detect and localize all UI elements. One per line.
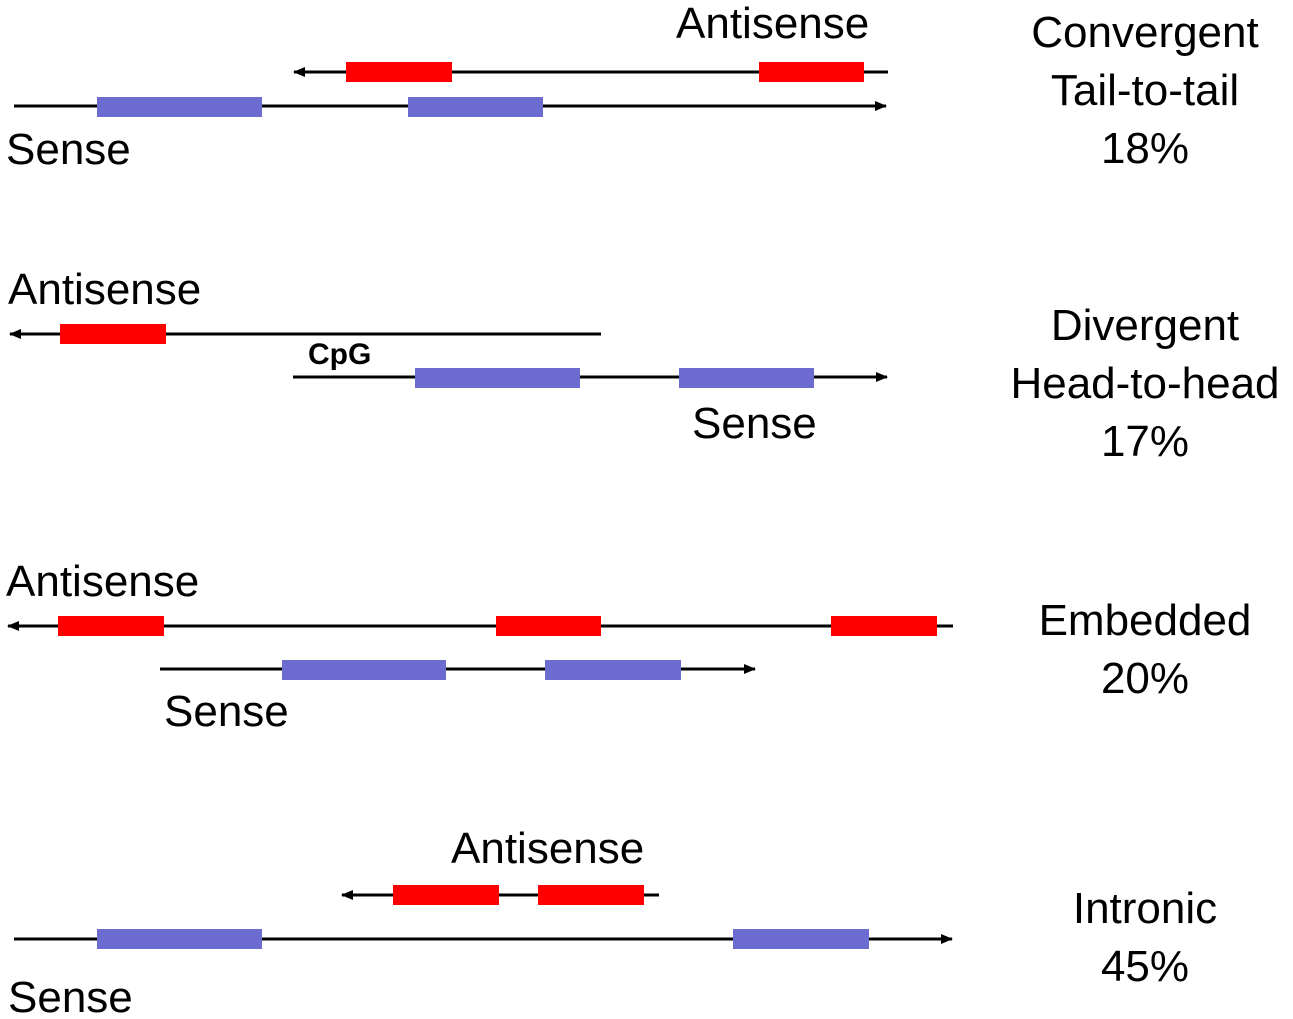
category-name: Embedded (1038, 596, 1252, 645)
antisense-label: Antisense (676, 0, 870, 48)
sense-exon (545, 660, 681, 680)
antisense-exon (538, 885, 644, 905)
cpg-label: CpG (308, 338, 372, 371)
sense-exon (97, 97, 262, 117)
antisense-label: Antisense (6, 557, 200, 606)
sense-exon (679, 368, 814, 388)
sense-exon (733, 929, 869, 949)
sense-label: Sense (8, 973, 133, 1019)
panel-intronic (14, 885, 953, 949)
antisense-exon (831, 616, 937, 636)
panel-embedded (7, 616, 953, 680)
panel-convergent (14, 62, 888, 117)
antisense-label: Antisense (451, 824, 645, 873)
category-subtitle: Tail-to-tail (1050, 66, 1240, 115)
antisense-label: Antisense (8, 265, 202, 314)
category-embedded: Embedded 20% (985, 592, 1293, 708)
sense-exon (415, 368, 580, 388)
category-divergent: Divergent Head-to-head 17% (985, 297, 1293, 471)
antisense-exon (759, 62, 864, 82)
antisense-exon (58, 616, 164, 636)
category-percent: 20% (1100, 654, 1190, 703)
antisense-exon (346, 62, 452, 82)
sense-label: Sense (6, 125, 131, 174)
antisense-exon (393, 885, 499, 905)
panel-divergent (9, 324, 888, 388)
category-percent: 17% (1100, 417, 1190, 466)
sense-exon (282, 660, 446, 680)
category-subtitle: Head-to-head (1010, 359, 1280, 408)
sense-label: Sense (692, 399, 817, 448)
category-intronic: Intronic 45% (985, 880, 1293, 996)
category-percent: 18% (1100, 124, 1190, 173)
antisense-exon (60, 324, 166, 344)
category-convergent: Convergent Tail-to-tail 18% (985, 4, 1293, 178)
antisense-exon (496, 616, 601, 636)
category-name: Intronic (1072, 884, 1218, 933)
sense-exon (97, 929, 262, 949)
category-name: Convergent (1031, 8, 1259, 57)
category-name: Divergent (1050, 301, 1240, 350)
sense-exon (408, 97, 543, 117)
category-percent: 45% (1100, 942, 1190, 991)
sense-label: Sense (164, 687, 289, 736)
